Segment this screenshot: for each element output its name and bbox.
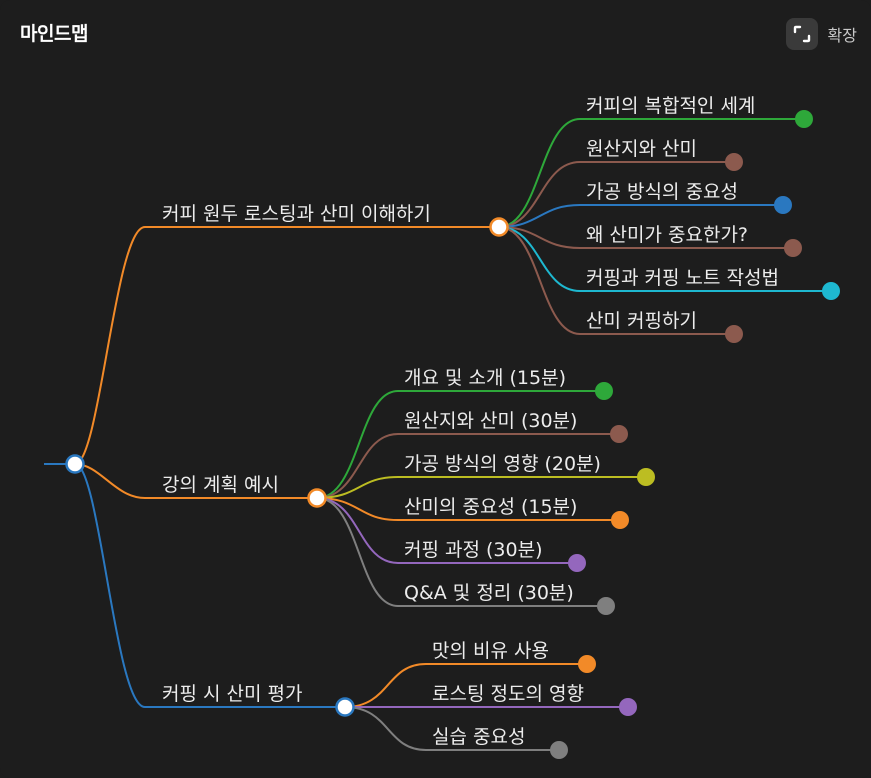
leaf-label: 가공 방식의 영향 (20분) xyxy=(404,453,601,475)
leaf-label: 산미의 중요성 (15분) xyxy=(404,496,577,518)
leaf-node-dot[interactable] xyxy=(619,698,637,716)
leaf-label: 가공 방식의 중요성 xyxy=(586,181,738,203)
link-root-branch-2 xyxy=(74,463,345,708)
link-b1-c2 xyxy=(316,476,646,499)
leaf-node-dot[interactable] xyxy=(774,196,792,214)
link-b2-c0 xyxy=(344,663,587,708)
link-b1-c5 xyxy=(316,497,606,607)
link-b0-c2 xyxy=(498,204,783,228)
leaf-label: 산미 커핑하기 xyxy=(586,310,697,332)
leaf-node-dot[interactable] xyxy=(597,597,615,615)
leaf-node-dot[interactable] xyxy=(637,468,655,486)
leaf-label: 원산지와 산미 xyxy=(586,138,697,160)
leaf-label: 실습 중요성 xyxy=(432,726,525,748)
link-b0-c1 xyxy=(498,161,734,228)
leaf-label: 커핑과 커핑 노트 작성법 xyxy=(586,267,779,289)
link-b0-c4 xyxy=(498,226,831,292)
expand-icon xyxy=(785,18,818,50)
leaf-label: 로스팅 정도의 영향 xyxy=(432,683,584,705)
link-b1-c0 xyxy=(316,390,604,499)
branch-collapse-toggle[interactable] xyxy=(335,697,355,717)
leaf-label: 개요 및 소개 (15분) xyxy=(404,367,566,389)
branch-label-lecture-plan: 강의 계획 예시 xyxy=(162,474,279,496)
link-b2-c2 xyxy=(344,706,559,751)
expand-button[interactable]: 확장 xyxy=(785,18,857,50)
leaf-node-dot[interactable] xyxy=(822,282,840,300)
leaf-node-dot[interactable] xyxy=(611,511,629,529)
leaf-node-dot[interactable] xyxy=(725,325,743,343)
leaf-node-dot[interactable] xyxy=(784,239,802,257)
link-b0-c0 xyxy=(498,118,804,228)
link-b1-c4 xyxy=(316,497,577,564)
link-root-branch-0 xyxy=(74,226,499,465)
branch-label-cupping-eval: 커핑 시 산미 평가 xyxy=(162,683,302,705)
leaf-node-dot[interactable] xyxy=(795,110,813,128)
leaf-label: 커핑 과정 (30분) xyxy=(404,539,542,561)
root-collapse-toggle[interactable] xyxy=(65,454,85,474)
branch-collapse-toggle[interactable] xyxy=(307,488,327,508)
leaf-node-dot[interactable] xyxy=(578,655,596,673)
link-b0-c5 xyxy=(498,226,734,335)
branch-collapse-toggle[interactable] xyxy=(489,217,509,237)
leaf-node-dot[interactable] xyxy=(550,741,568,759)
leaf-label: Q&A 및 정리 (30분) xyxy=(404,582,574,604)
leaf-node-dot[interactable] xyxy=(610,425,628,443)
leaf-node-dot[interactable] xyxy=(595,382,613,400)
link-b1-c3 xyxy=(316,497,620,521)
link-b1-c1 xyxy=(316,433,619,499)
leaf-label: 커피의 복합적인 세계 xyxy=(586,95,755,117)
link-b0-c3 xyxy=(498,226,793,249)
leaf-node-dot[interactable] xyxy=(725,153,743,171)
leaf-label: 원산지와 산미 (30분) xyxy=(404,410,577,432)
leaf-label: 맛의 비유 사용 xyxy=(432,640,549,662)
expand-label: 확장 xyxy=(827,26,857,45)
leaf-node-dot[interactable] xyxy=(568,554,586,572)
panel-title: 마인드맵 xyxy=(20,23,88,45)
branch-label-roasting: 커피 원두 로스팅과 산미 이해하기 xyxy=(162,203,431,225)
leaf-label: 왜 산미가 중요한가? xyxy=(586,224,748,246)
